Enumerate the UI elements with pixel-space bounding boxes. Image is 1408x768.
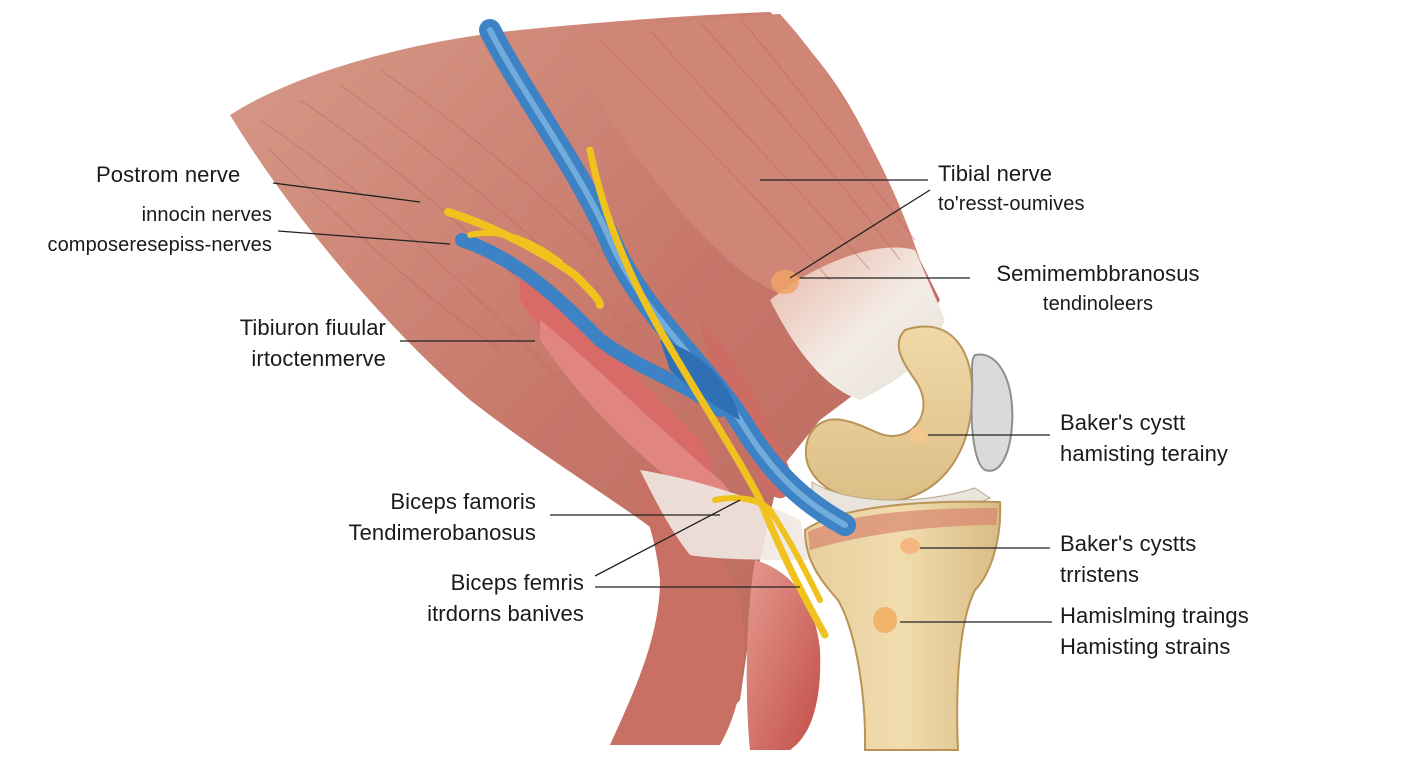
label-biceps-femris: Biceps femris itrdorns banives [427, 570, 584, 626]
blue-nerve-branch [455, 233, 727, 417]
lesion-spot-semimembranosus [771, 270, 799, 294]
label-innocin-nerves: innocin nerves composeresepiss-nerves [47, 204, 272, 256]
biceps-femoris-bundle-2 [540, 320, 733, 511]
lesion-spot-tibia-upper [900, 538, 920, 554]
label-bakers-cyst: Baker's cystt hamisting terainy [1060, 410, 1228, 466]
patella [970, 353, 1014, 472]
label-semimembranosus: Semimembbranosus tendinoleers [996, 261, 1200, 315]
label-tibial-nerve: Tibial nerve to'resst-oumives [938, 161, 1085, 215]
tibia-cap-red [808, 508, 998, 550]
label-postrom-nerve: Postrom nerve [96, 162, 241, 187]
yellow-nerve-main [586, 146, 829, 639]
leader-lines [272, 179, 1052, 623]
tibia [803, 500, 1002, 751]
semimembranosus-tendon [770, 247, 945, 400]
yellow-nerve-branch-left [467, 230, 563, 265]
gastrocnemius-muscle [610, 470, 744, 745]
knee-fascia [640, 470, 810, 560]
lesion-spot-condyle [909, 427, 927, 443]
label-biceps-famoris: Biceps famoris Tendimerobanosus [348, 489, 536, 545]
label-bakers-cysts: Baker's cystts trristens [1060, 531, 1197, 587]
calf-red-muscle [746, 560, 821, 750]
yellow-nerve-lower [712, 495, 823, 603]
lesion-spot-tibia-lower [873, 607, 897, 633]
blue-nerve-highlight [487, 27, 848, 528]
label-tibiuron-fiuular: Tibiuron fiuular irtoctenmerve [239, 315, 386, 371]
label-hamisting-strains: Hamislming traings Hamisting strains [1060, 603, 1249, 659]
yellow-nerve-branch-upper [444, 208, 604, 309]
